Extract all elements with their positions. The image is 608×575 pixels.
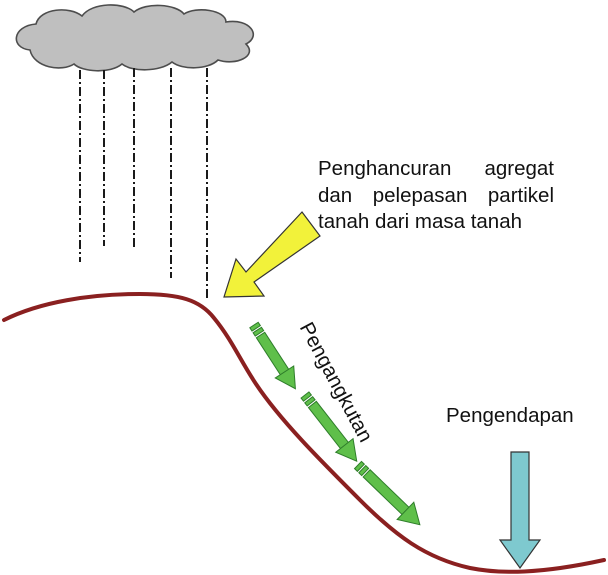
detachment-label-line: Penghancuran agregat <box>318 157 554 180</box>
detachment-label-line: dan pelepasan partikel <box>318 183 554 207</box>
detachment-arrow <box>223 211 321 298</box>
detachment-label: Penghancuran agregat dan pelepasan parti… <box>318 156 554 236</box>
slope-profile <box>2 291 606 574</box>
transport-arrow <box>300 391 358 463</box>
deposition-arrow <box>498 451 542 570</box>
rain-icon <box>79 68 208 300</box>
transport-arrow <box>353 460 421 526</box>
detachment-label-line: tanah dari masa tanah <box>318 210 522 233</box>
transport-arrows <box>249 321 421 526</box>
deposition-label: Pengendapan <box>446 404 574 427</box>
transport-arrow <box>249 321 296 390</box>
cloud-icon <box>15 4 254 72</box>
